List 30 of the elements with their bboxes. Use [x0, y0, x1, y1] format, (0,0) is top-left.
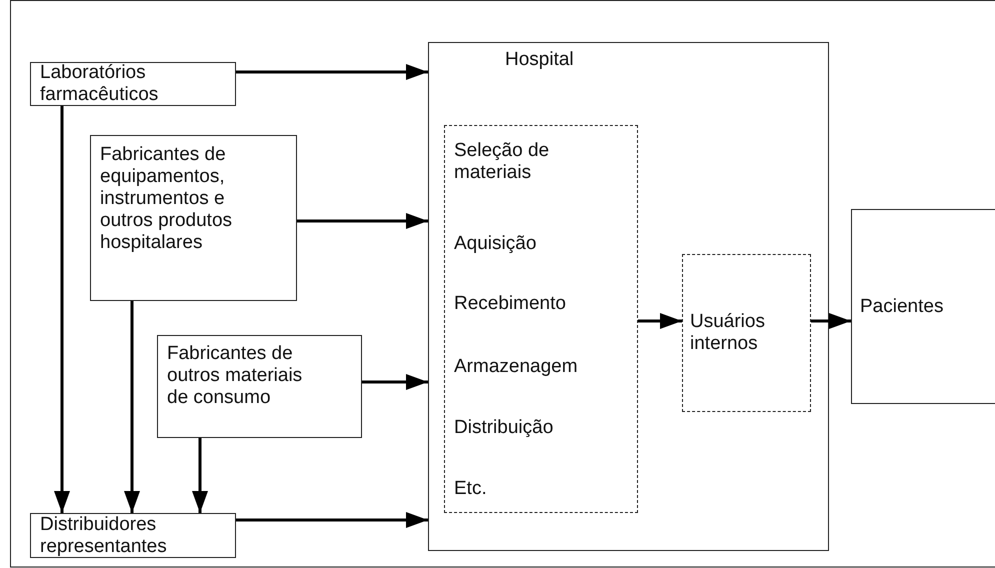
process-step-label: Aquisição: [454, 233, 538, 255]
supplier-box: [30, 62, 236, 106]
node-label: Usuários internos: [690, 311, 766, 355]
process-group-box: [444, 125, 638, 513]
arrow: [811, 313, 851, 329]
distributor-box: [30, 513, 236, 558]
arrow: [124, 301, 140, 513]
arrow: [54, 106, 70, 513]
arrow: [362, 374, 428, 390]
supplier-box: [157, 335, 362, 438]
supplier-box: [90, 135, 297, 301]
patients-box: [851, 209, 995, 404]
arrow: [638, 313, 682, 329]
node-label: Fabricantes de equipamentos, instrumentos e outros produtos hospitalares: [100, 144, 234, 254]
process-step-label: Armazenagem: [454, 356, 579, 378]
arrow: [192, 438, 208, 513]
node-label: Laboratórios farmacêuticos: [40, 62, 160, 106]
arrow: [297, 213, 428, 229]
process-step-label: Distribuição: [454, 417, 554, 439]
node-label: Pacientes: [860, 296, 944, 318]
process-step-label: Seleção de materiais: [454, 140, 550, 184]
process-step-label: Recebimento: [454, 293, 567, 315]
hospital-box: [428, 42, 829, 551]
group-heading: Hospital: [505, 49, 575, 71]
process-step-label: Etc.: [454, 478, 488, 500]
node-label: Distribuidores representantes: [40, 514, 168, 558]
node-label: Fabricantes de outros materiais de consumo: [167, 343, 304, 409]
arrow: [236, 64, 428, 80]
internal-users-box: [682, 254, 811, 412]
arrow: [236, 512, 428, 528]
